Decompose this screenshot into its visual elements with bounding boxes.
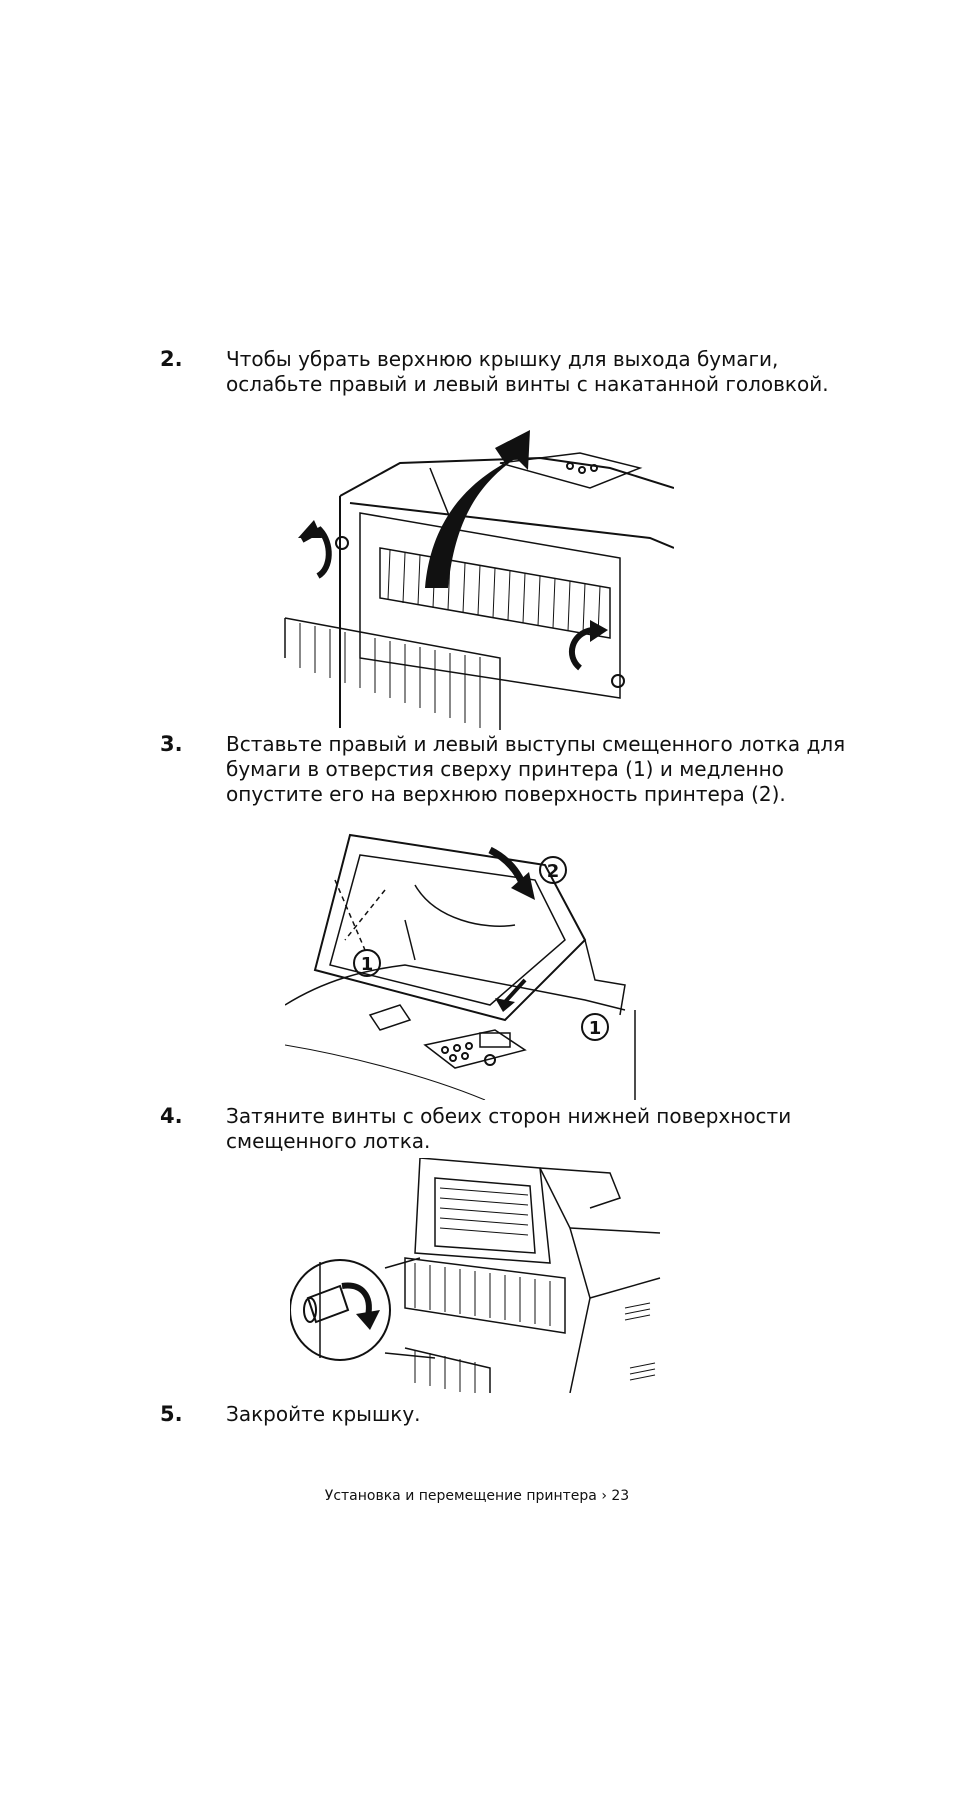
step-text: Чтобы убрать верхнюю крышку для выхода б… [226, 347, 829, 396]
step-number: 3. [160, 732, 183, 756]
footer-section-title: Установка и перемещение принтера [324, 1488, 597, 1504]
illustration-tighten-screws [290, 1158, 670, 1393]
callout-1-left: 1 [361, 954, 374, 975]
step-number: 2. [160, 347, 183, 371]
illustration-remove-cover [280, 408, 674, 730]
illustration-insert-tray: 2 1 1 [285, 830, 665, 1100]
callout-1-right: 1 [589, 1018, 602, 1039]
step-text: Закройте крышку. [226, 1402, 421, 1426]
page-number: 23 [611, 1488, 630, 1504]
page-footer: Установка и перемещение принтера › 23 [0, 1488, 954, 1504]
step-number: 5. [160, 1402, 183, 1426]
step-text: Затяните винты с обеих сторон нижней пов… [226, 1104, 792, 1153]
step-text: Вставьте правый и левый выступы смещенно… [226, 732, 846, 806]
footer-separator: › [601, 1488, 607, 1504]
step-number: 4. [160, 1104, 183, 1128]
callout-2: 2 [547, 861, 560, 882]
